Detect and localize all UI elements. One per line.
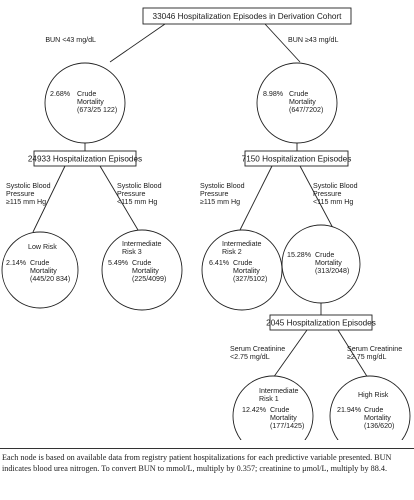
- svg-text:Systolic Blood: Systolic Blood: [117, 182, 162, 190]
- svg-text:Risk 2: Risk 2: [222, 248, 242, 256]
- svg-text:Pressure: Pressure: [6, 190, 34, 198]
- svg-text:Crude: Crude: [132, 259, 151, 267]
- svg-text:21.94%: 21.94%: [337, 406, 362, 414]
- svg-text:Low Risk: Low Risk: [28, 243, 57, 251]
- connector-root-right: [264, 23, 301, 63]
- svg-text:≥115 mm Hg: ≥115 mm Hg: [200, 198, 240, 206]
- svg-text:Pressure: Pressure: [200, 190, 228, 198]
- connector-lines: [32, 23, 369, 379]
- svg-text:≥2.75 mg/dL: ≥2.75 mg/dL: [347, 353, 386, 361]
- node-intermediate-risk-3: Intermediate Risk 3 5.49% Crude Mortalit…: [101, 229, 183, 311]
- svg-text:Crude: Crude: [233, 259, 252, 267]
- node-low-risk: Low Risk 2.14% Crude Mortality (445/20 8…: [1, 231, 79, 309]
- svg-text:Risk 1: Risk 1: [259, 395, 279, 403]
- split-bun-low: BUN <43 mg/dL: [45, 36, 96, 44]
- connector-highbox-left: [239, 165, 273, 231]
- footnote-divider: [0, 448, 414, 449]
- svg-text:5.49%: 5.49%: [108, 259, 129, 267]
- svg-text:Crude: Crude: [30, 259, 49, 267]
- connector-lowbox-left: [32, 165, 66, 233]
- split-creatinine-low: Serum Creatinine <2.75 mg/dL: [230, 345, 285, 361]
- svg-text:(647/7202): (647/7202): [289, 106, 323, 114]
- svg-text:Mortality: Mortality: [270, 414, 297, 422]
- svg-text:(136/620): (136/620): [364, 422, 394, 430]
- svg-text:Pressure: Pressure: [117, 190, 145, 198]
- svg-text:Mortality: Mortality: [30, 267, 57, 275]
- svg-text:Crude: Crude: [270, 406, 289, 414]
- svg-text:12.42%: 12.42%: [242, 406, 267, 414]
- node-bun-high: 8.98% Crude Mortality (647/7202): [256, 62, 338, 144]
- svg-text:Serum Creatinine: Serum Creatinine: [347, 345, 402, 353]
- svg-text:(445/20 834): (445/20 834): [30, 275, 70, 283]
- split-sbp-left-low: Systolic Blood Pressure <115 mm Hg: [117, 182, 162, 206]
- svg-text:Crude: Crude: [315, 251, 334, 259]
- split-creatinine-high: Serum Creatinine ≥2.75 mg/dL: [347, 345, 402, 361]
- svg-text:Crude: Crude: [77, 90, 96, 98]
- split-bun-high: BUN ≥43 mg/dL: [288, 36, 338, 44]
- svg-text:Pressure: Pressure: [313, 190, 341, 198]
- connector-root-left: [109, 23, 166, 63]
- node-bun-low: 2.68% Crude Mortality (673/25 122): [44, 62, 126, 144]
- connector-highbox-right: [299, 165, 335, 231]
- svg-text:(177/1425): (177/1425): [270, 422, 304, 430]
- high-bun-box-label: 7150 Hospitalization Episodes: [242, 155, 352, 164]
- split-sbp-right-high: Systolic Blood Pressure ≥115 mm Hg: [200, 182, 245, 206]
- svg-text:Risk 3: Risk 3: [122, 248, 142, 256]
- footnote: Each node is based on available data fro…: [2, 453, 392, 473]
- svg-text:<115 mm Hg: <115 mm Hg: [313, 198, 353, 206]
- svg-text:≥115 mm Hg: ≥115 mm Hg: [6, 198, 46, 206]
- connector-lowbox-right: [99, 165, 139, 231]
- svg-text:Systolic Blood: Systolic Blood: [313, 182, 358, 190]
- svg-text:2.14%: 2.14%: [6, 259, 27, 267]
- node-sbp-low-high-bun: 15.28% Crude Mortality (313/2048): [281, 224, 361, 304]
- svg-text:6.41%: 6.41%: [209, 259, 230, 267]
- root-box-label: 33046 Hospitalization Episodes in Deriva…: [153, 12, 343, 21]
- svg-text:(673/25 122): (673/25 122): [77, 106, 117, 114]
- svg-text:Systolic Blood: Systolic Blood: [6, 182, 51, 190]
- split-sbp-left-high: Systolic Blood Pressure ≥115 mm Hg: [6, 182, 51, 206]
- node-intermediate-risk-1: Intermediate Risk 1 12.42% Crude Mortali…: [232, 375, 314, 440]
- svg-text:Serum Creatinine: Serum Creatinine: [230, 345, 285, 353]
- svg-text:Mortality: Mortality: [364, 414, 391, 422]
- low-bun-box: [33, 150, 137, 167]
- svg-text:Crude: Crude: [364, 406, 383, 414]
- svg-text:Mortality: Mortality: [315, 259, 342, 267]
- svg-text:High Risk: High Risk: [358, 391, 389, 399]
- svg-text:Crude: Crude: [289, 90, 308, 98]
- svg-text:8.98%: 8.98%: [263, 90, 284, 98]
- low-bun-box-label: 24933 Hospitalization Episodes: [28, 155, 142, 164]
- svg-text:(313/2048): (313/2048): [315, 267, 349, 275]
- svg-text:Intermediate: Intermediate: [122, 240, 161, 248]
- split-sbp-right-low: Systolic Blood Pressure <115 mm Hg: [313, 182, 358, 206]
- svg-text:Mortality: Mortality: [233, 267, 260, 275]
- svg-text:(327/5102): (327/5102): [233, 275, 267, 283]
- svg-text:<2.75 mg/dL: <2.75 mg/dL: [230, 353, 270, 361]
- svg-text:<115 mm Hg: <115 mm Hg: [117, 198, 157, 206]
- connector-crbox-left: [272, 329, 308, 379]
- connector-crbox-right: [337, 329, 369, 379]
- svg-text:Intermediate: Intermediate: [259, 387, 298, 395]
- svg-text:Mortality: Mortality: [289, 98, 316, 106]
- svg-text:Mortality: Mortality: [132, 267, 159, 275]
- node-intermediate-risk-2: Intermediate Risk 2 6.41% Crude Mortalit…: [201, 229, 283, 311]
- svg-text:(225/4099): (225/4099): [132, 275, 166, 283]
- root-box: [142, 7, 352, 25]
- high-bun-box: [244, 150, 349, 167]
- decision-tree-diagram: 33046 Hospitalization Episodes in Deriva…: [1, 7, 411, 440]
- svg-text:2.68%: 2.68%: [50, 90, 71, 98]
- creatinine-box: [269, 314, 373, 331]
- svg-text:15.28%: 15.28%: [287, 251, 312, 259]
- creatinine-box-label: 2045 Hospitalization Episodes: [266, 319, 376, 328]
- svg-text:Systolic Blood: Systolic Blood: [200, 182, 245, 190]
- svg-text:Intermediate: Intermediate: [222, 240, 261, 248]
- node-high-risk: High Risk 21.94% Crude Mortality (136/62…: [329, 375, 411, 440]
- svg-text:Mortality: Mortality: [77, 98, 104, 106]
